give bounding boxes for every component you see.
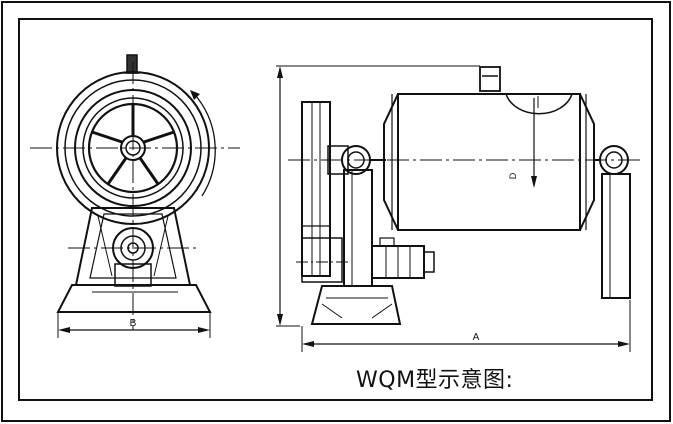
side-base — [310, 285, 402, 325]
front-view — [30, 54, 240, 338]
side-gear-wheel — [301, 101, 331, 277]
dimension-label-a: A — [473, 332, 480, 343]
front-base — [56, 284, 212, 313]
side-view — [276, 65, 640, 352]
rotation-arrow — [195, 95, 216, 197]
side-right-support — [601, 173, 631, 299]
inner-border — [18, 18, 653, 401]
side-drum — [397, 93, 581, 231]
side-pedestal — [343, 169, 373, 287]
side-top-fitting — [479, 66, 501, 92]
front-top-fitting — [126, 54, 138, 74]
dimension-label-b: B — [130, 318, 137, 329]
diagram-caption: WQM型示意图: — [356, 368, 514, 393]
side-manhole — [505, 93, 573, 115]
dimension-label-d: D — [508, 172, 518, 179]
